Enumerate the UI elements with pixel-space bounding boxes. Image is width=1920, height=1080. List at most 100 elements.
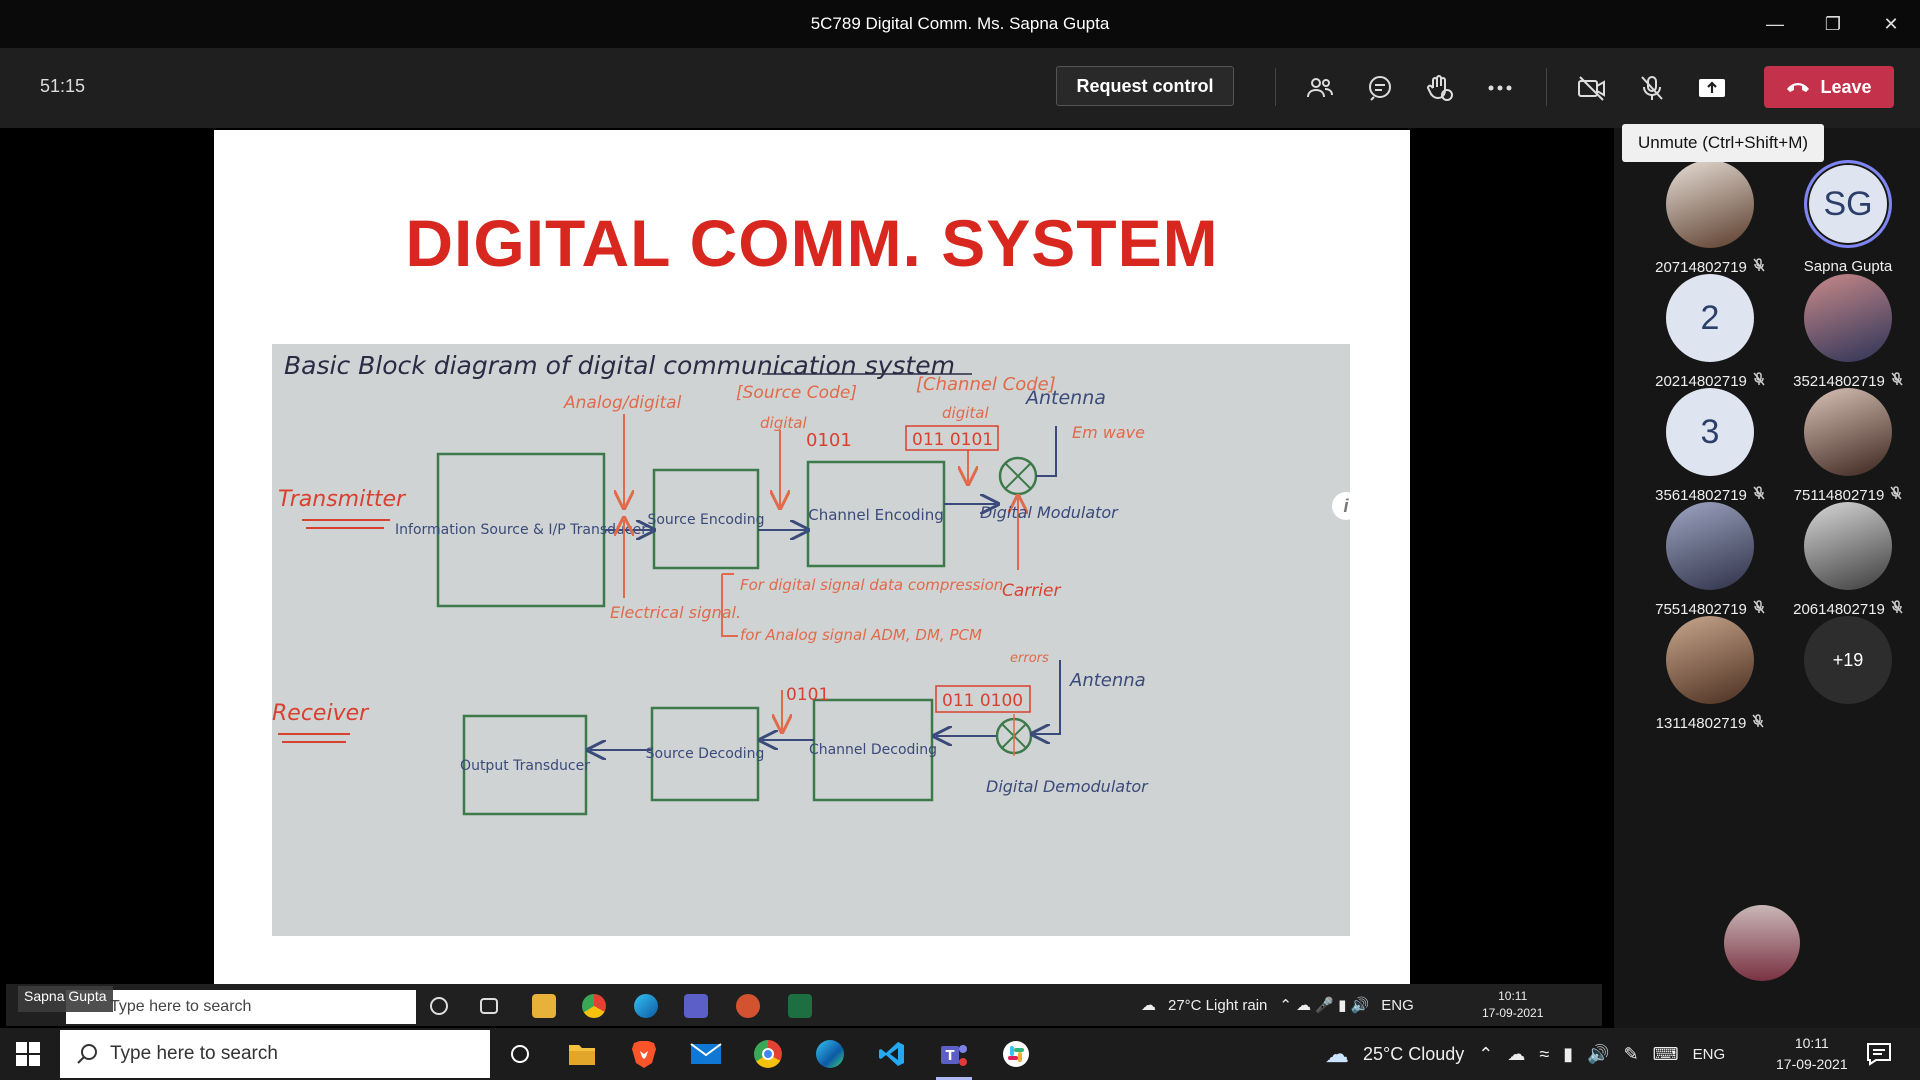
receiver-label: Receiver [272,701,370,726]
participant-tile[interactable]: 20714802719 [1650,160,1770,280]
participant-name-text: 20214802719 [1655,373,1747,390]
participant-tile[interactable]: 75514802719 [1650,502,1770,622]
annotation-channel-code: [Channel Code] [916,374,1056,395]
participant-name: 75114802719 [1768,486,1920,504]
file-explorer-icon [532,994,556,1018]
info-icon[interactable]: i [1332,492,1360,520]
annotation-bits-0101-tx: 0101 [806,430,852,451]
restore-icon[interactable]: ❐ [1824,13,1842,34]
participant-photo-avatar [1666,616,1754,704]
participant-tile[interactable]: 75114802719 [1788,388,1908,508]
participant-photo-avatar [1804,388,1892,476]
pen-icon[interactable]: ✎ [1623,1043,1639,1064]
participant-name: 13114802719 [1630,714,1790,732]
mic-muted-icon [1890,486,1902,503]
shared-clock: 10:11 17-09-2021 [1482,988,1543,1022]
annotation-digital-modulator: Digital Modulator [980,503,1119,522]
shared-weather: 27°C Light rain [1168,996,1268,1014]
leave-button[interactable]: Leave [1764,66,1894,108]
participant-name: 75514802719 [1630,600,1790,618]
annotation-antenna-rx: Antenna [1069,670,1146,691]
taskbar-search-input[interactable]: Type here to search [60,1030,490,1078]
participant-tile[interactable]: 35214802719 [1788,274,1908,394]
annotation-carrier: Carrier [1002,581,1061,601]
participant-name-text: 75114802719 [1793,487,1885,504]
mic-muted-icon [1752,714,1764,731]
taskbar-weather[interactable]: 25°C Cloudy [1363,1043,1465,1064]
taskbar-language[interactable]: ENG [1692,1045,1726,1063]
mic-muted-icon [1891,600,1903,617]
edge-icon[interactable] [812,1036,848,1072]
participant-name-text: Sapna Gupta [1803,258,1893,275]
self-video-preview[interactable] [1724,905,1800,981]
mic-muted-icon [1753,486,1765,503]
task-view-icon [480,998,498,1014]
annotation-electrical-signal: Electrical signal. [610,603,741,622]
chrome-icon[interactable] [750,1036,786,1072]
shared-screen-taskbar: Type here to search Sapna Gupta ☁ 27°C L… [6,984,1602,1026]
participant-tile[interactable]: 2 20214802719 [1650,274,1770,394]
file-explorer-icon[interactable] [564,1036,600,1072]
taskbar-clock[interactable]: 10:11 17-09-2021 [1776,1033,1848,1075]
participant-name-text: 20714802719 [1655,259,1747,276]
taskbar-time: 10:11 [1794,1035,1829,1051]
participant-initials-avatar: 2 [1666,274,1754,362]
annotation-note-digital: For digital signal data compression [740,576,1003,594]
shared-time: 10:11 [1498,989,1528,1003]
minimize-icon[interactable]: — [1766,13,1784,34]
share-screen-icon[interactable] [1694,70,1730,106]
reactions-icon[interactable] [1422,70,1458,106]
participant-tile[interactable]: 13114802719 [1650,616,1770,736]
info-source-label: Information Source & I/P Transducer [395,522,647,538]
annotation-digital-demodulator: Digital Demodulator [986,777,1149,796]
svg-text:T: T [946,1049,955,1064]
toolbar-separator [1546,68,1547,106]
close-icon[interactable]: ✕ [1883,13,1899,34]
chat-icon[interactable] [1362,70,1398,106]
participant-name: 20614802719 [1768,600,1920,618]
taskbar-date: 17-09-2021 [1776,1056,1848,1072]
vscode-icon[interactable] [874,1036,910,1072]
source-encoding-block [652,468,760,570]
brave-browser-icon[interactable] [626,1036,662,1072]
microphone-muted-icon[interactable] [1634,70,1670,106]
window-title: 5C789 Digital Comm. Ms. Sapna Gupta [810,14,1110,33]
people-icon[interactable] [1302,70,1338,106]
keyboard-icon[interactable]: ⌨ [1652,1043,1679,1064]
unmute-tooltip: Unmute (Ctrl+Shift+M) [1622,124,1824,162]
windows-start-icon[interactable] [14,1040,42,1068]
windows-taskbar: Type here to search T ☁ 25°C Cloudy ⌃ ☁ … [0,1028,1920,1080]
cortana-icon[interactable] [502,1036,538,1072]
participant-tile[interactable]: 20614802719 [1788,502,1908,622]
more-options-icon[interactable] [1482,70,1518,106]
annotation-digital-1: digital [760,414,807,432]
output-transducer-label: Output Transducer [460,758,590,774]
request-control-button[interactable]: Request control [1056,66,1234,106]
notification-center-icon[interactable] [1866,1042,1892,1066]
teams-icon[interactable]: T [936,1036,972,1080]
weather-icon: ☁ [1141,997,1156,1014]
shared-date: 17-09-2021 [1482,1006,1544,1020]
wifi-icon[interactable]: ≈ [1539,1043,1550,1064]
annotation-analog-digital: Analog/digital [563,393,682,413]
show-hidden-icons-icon[interactable]: ⌃ [1478,1043,1494,1064]
participant-name-text: 35214802719 [1793,373,1885,390]
annotation-bits-011-rx: 011 0100 [942,691,1023,711]
mic-muted-icon [1891,372,1903,389]
participant-name: 20214802719 [1630,372,1790,390]
annotation-errors: errors [1010,651,1049,666]
participant-tile[interactable]: +19 [1788,616,1908,736]
camera-off-icon[interactable] [1574,70,1610,106]
slack-icon[interactable] [998,1036,1034,1072]
volume-icon[interactable]: 🔊 [1587,1043,1610,1064]
mail-icon[interactable] [688,1036,724,1072]
mic-muted-icon [1753,600,1765,617]
participant-photo-avatar [1666,160,1754,248]
battery-icon[interactable]: ▮ [1563,1043,1574,1064]
leave-button-label: Leave [1820,76,1872,97]
presentation-slide: DIGITAL COMM. SYSTEM Basic Block diagram… [214,130,1410,986]
onedrive-icon: ☁ [1507,1043,1526,1064]
participant-name-text: 75514802719 [1655,601,1747,618]
